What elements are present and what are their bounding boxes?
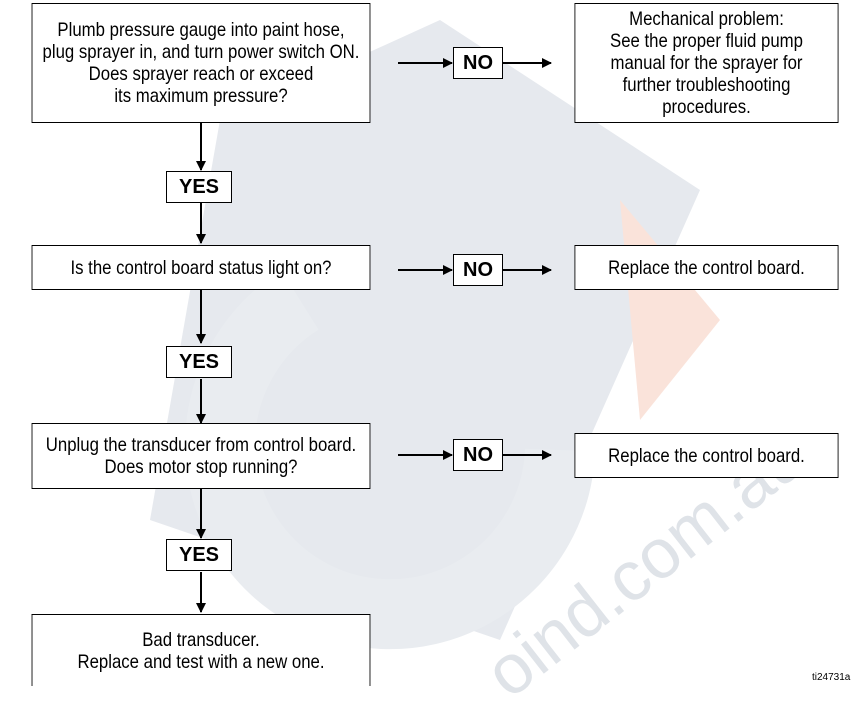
step-3-box: Unplug the transducer from control board… [31,423,371,489]
outcome-3-text: Replace the control board. [608,444,805,467]
step-1-box: Plumb pressure gauge into paint hose, pl… [31,3,371,123]
outcome-1-text: Mechanical problem: See the proper fluid… [610,8,803,118]
step-2-text: Is the control board status light on? [70,256,332,279]
no-label-1: NO [453,47,503,79]
outcome-2-text: Replace the control board. [608,256,805,279]
watermark-ring-shape [185,270,595,650]
yes-label-3: YES [166,539,232,571]
step-2-box: Is the control board status light on? [31,245,371,290]
connectors [196,58,552,613]
yes-label-2: YES [166,346,232,378]
figure-reference: ti24731a [812,672,851,683]
outcome-3-box: Replace the control board. [574,433,839,478]
step-4-text: Bad transducer. Replace and test with a … [77,628,325,673]
outcome-2-box: Replace the control board. [574,245,839,290]
no-label-2: NO [453,254,503,286]
flowchart-canvas: oind.com.au Plumb pressure gauge into pa… [31,3,851,712]
no-label-3: NO [453,439,503,471]
yes-label-1: YES [166,171,232,203]
step-1-text: Plumb pressure gauge into paint hose, pl… [42,19,360,107]
step-3-text: Unplug the transducer from control board… [45,434,357,478]
outcome-1-box: Mechanical problem: See the proper fluid… [574,3,839,123]
step-4-box: Bad transducer. Replace and test with a … [31,614,371,686]
